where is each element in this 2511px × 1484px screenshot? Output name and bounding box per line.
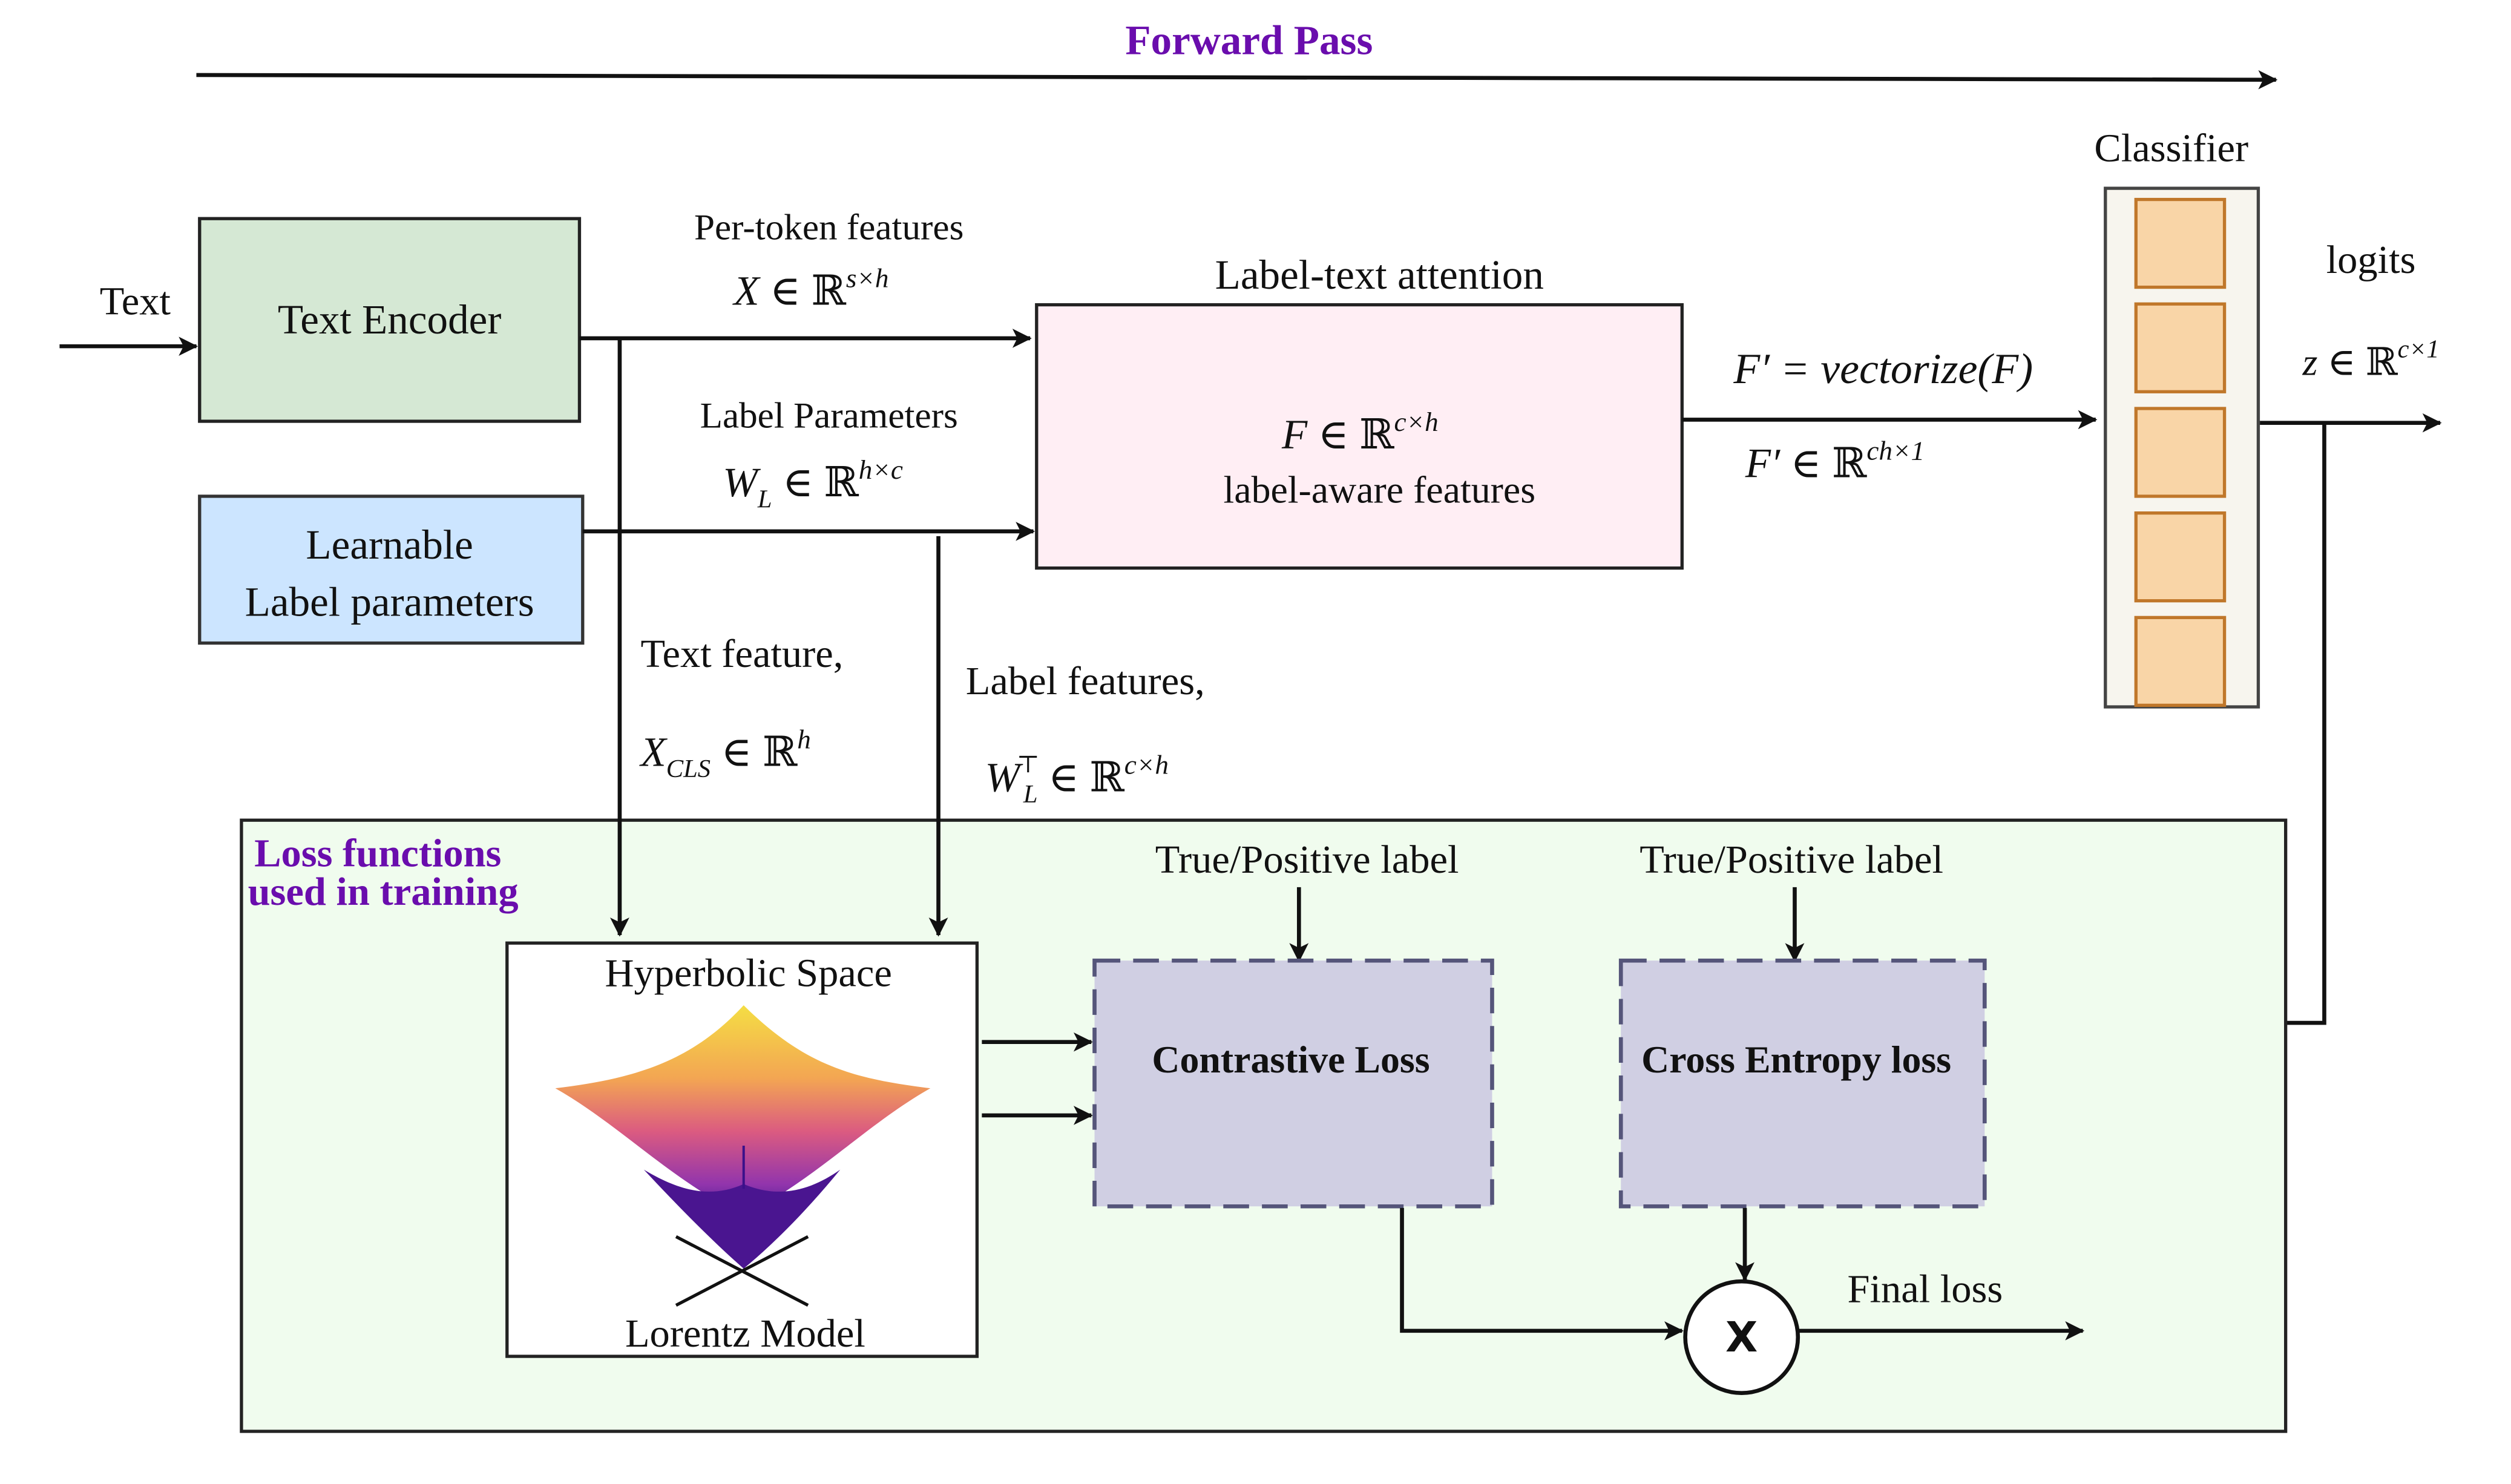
input-text-label: Text xyxy=(100,280,171,324)
per-token-math: X ∈ ℝs×h xyxy=(732,263,888,314)
label-features-math: W⊤L ∈ ℝc×h xyxy=(985,750,1169,809)
learnable-line1: Learnable xyxy=(306,522,473,568)
forward-pass-arrow xyxy=(196,70,2278,90)
cross-entropy-box xyxy=(1618,958,1987,1209)
combine-node xyxy=(1683,1279,1800,1396)
vectorize-equation: F′ = vectorize(F) xyxy=(1733,345,2033,393)
loss-panel-title-line2: used in training xyxy=(248,870,519,914)
label-params-math: WL ∈ ℝh×c xyxy=(723,455,903,513)
per-token-title: Per-token features xyxy=(694,208,963,248)
final-loss-label: Final loss xyxy=(1848,1267,2003,1312)
contrastive-to-combine-arrow xyxy=(1400,1207,1684,1341)
label-features-title: Label features, xyxy=(966,659,1205,703)
contrastive-loss-label: Contrastive Loss xyxy=(1152,1038,1429,1081)
lorentz-surface-image xyxy=(555,1005,931,1307)
learnable-line2: Label parameters xyxy=(245,579,534,625)
attention-math: F ∈ ℝc×h xyxy=(1281,407,1439,458)
classifier-cell xyxy=(2134,407,2227,498)
attention-title: Label-text attention xyxy=(1215,252,1544,298)
text-encoder-label: Text Encoder xyxy=(278,297,502,343)
classifier-cell xyxy=(2134,511,2227,603)
classifier-cells xyxy=(2134,197,2227,707)
label-params-title: Label Parameters xyxy=(700,396,958,436)
combine-symbol: X xyxy=(1725,1313,1758,1362)
classifier-cell xyxy=(2134,302,2227,393)
classifier-cell xyxy=(2134,197,2227,289)
logits-math: z ∈ ℝc×1 xyxy=(2302,335,2440,384)
attention-caption: label-aware features xyxy=(1224,468,1536,511)
forward-pass-title: Forward Pass xyxy=(1125,18,1373,64)
text-feature-math: XCLS ∈ ℝh xyxy=(639,724,811,783)
vectorize-math: F′ ∈ ℝch×1 xyxy=(1745,436,1925,487)
contrastive-loss-box xyxy=(1092,958,1494,1209)
classifier-title: Classifier xyxy=(2094,126,2248,171)
text-feature-title: Text feature, xyxy=(641,632,844,676)
contrastive-input-label: True/Positive label xyxy=(1155,838,1459,882)
cross-entropy-label: Cross Entropy loss xyxy=(1641,1038,1951,1081)
text-encoder-box xyxy=(198,217,582,423)
learnable-label-box xyxy=(198,494,585,645)
loss-panel-title-line1: Loss functions xyxy=(254,832,501,876)
ce-input-label: True/Positive label xyxy=(1640,838,1943,882)
attention-box xyxy=(1035,303,1684,570)
classifier-cell xyxy=(2134,616,2227,707)
hyperbolic-caption: Lorentz Model xyxy=(625,1312,865,1356)
logits-title: logits xyxy=(2326,238,2416,282)
hyperbolic-title: Hyperbolic Space xyxy=(605,951,892,996)
